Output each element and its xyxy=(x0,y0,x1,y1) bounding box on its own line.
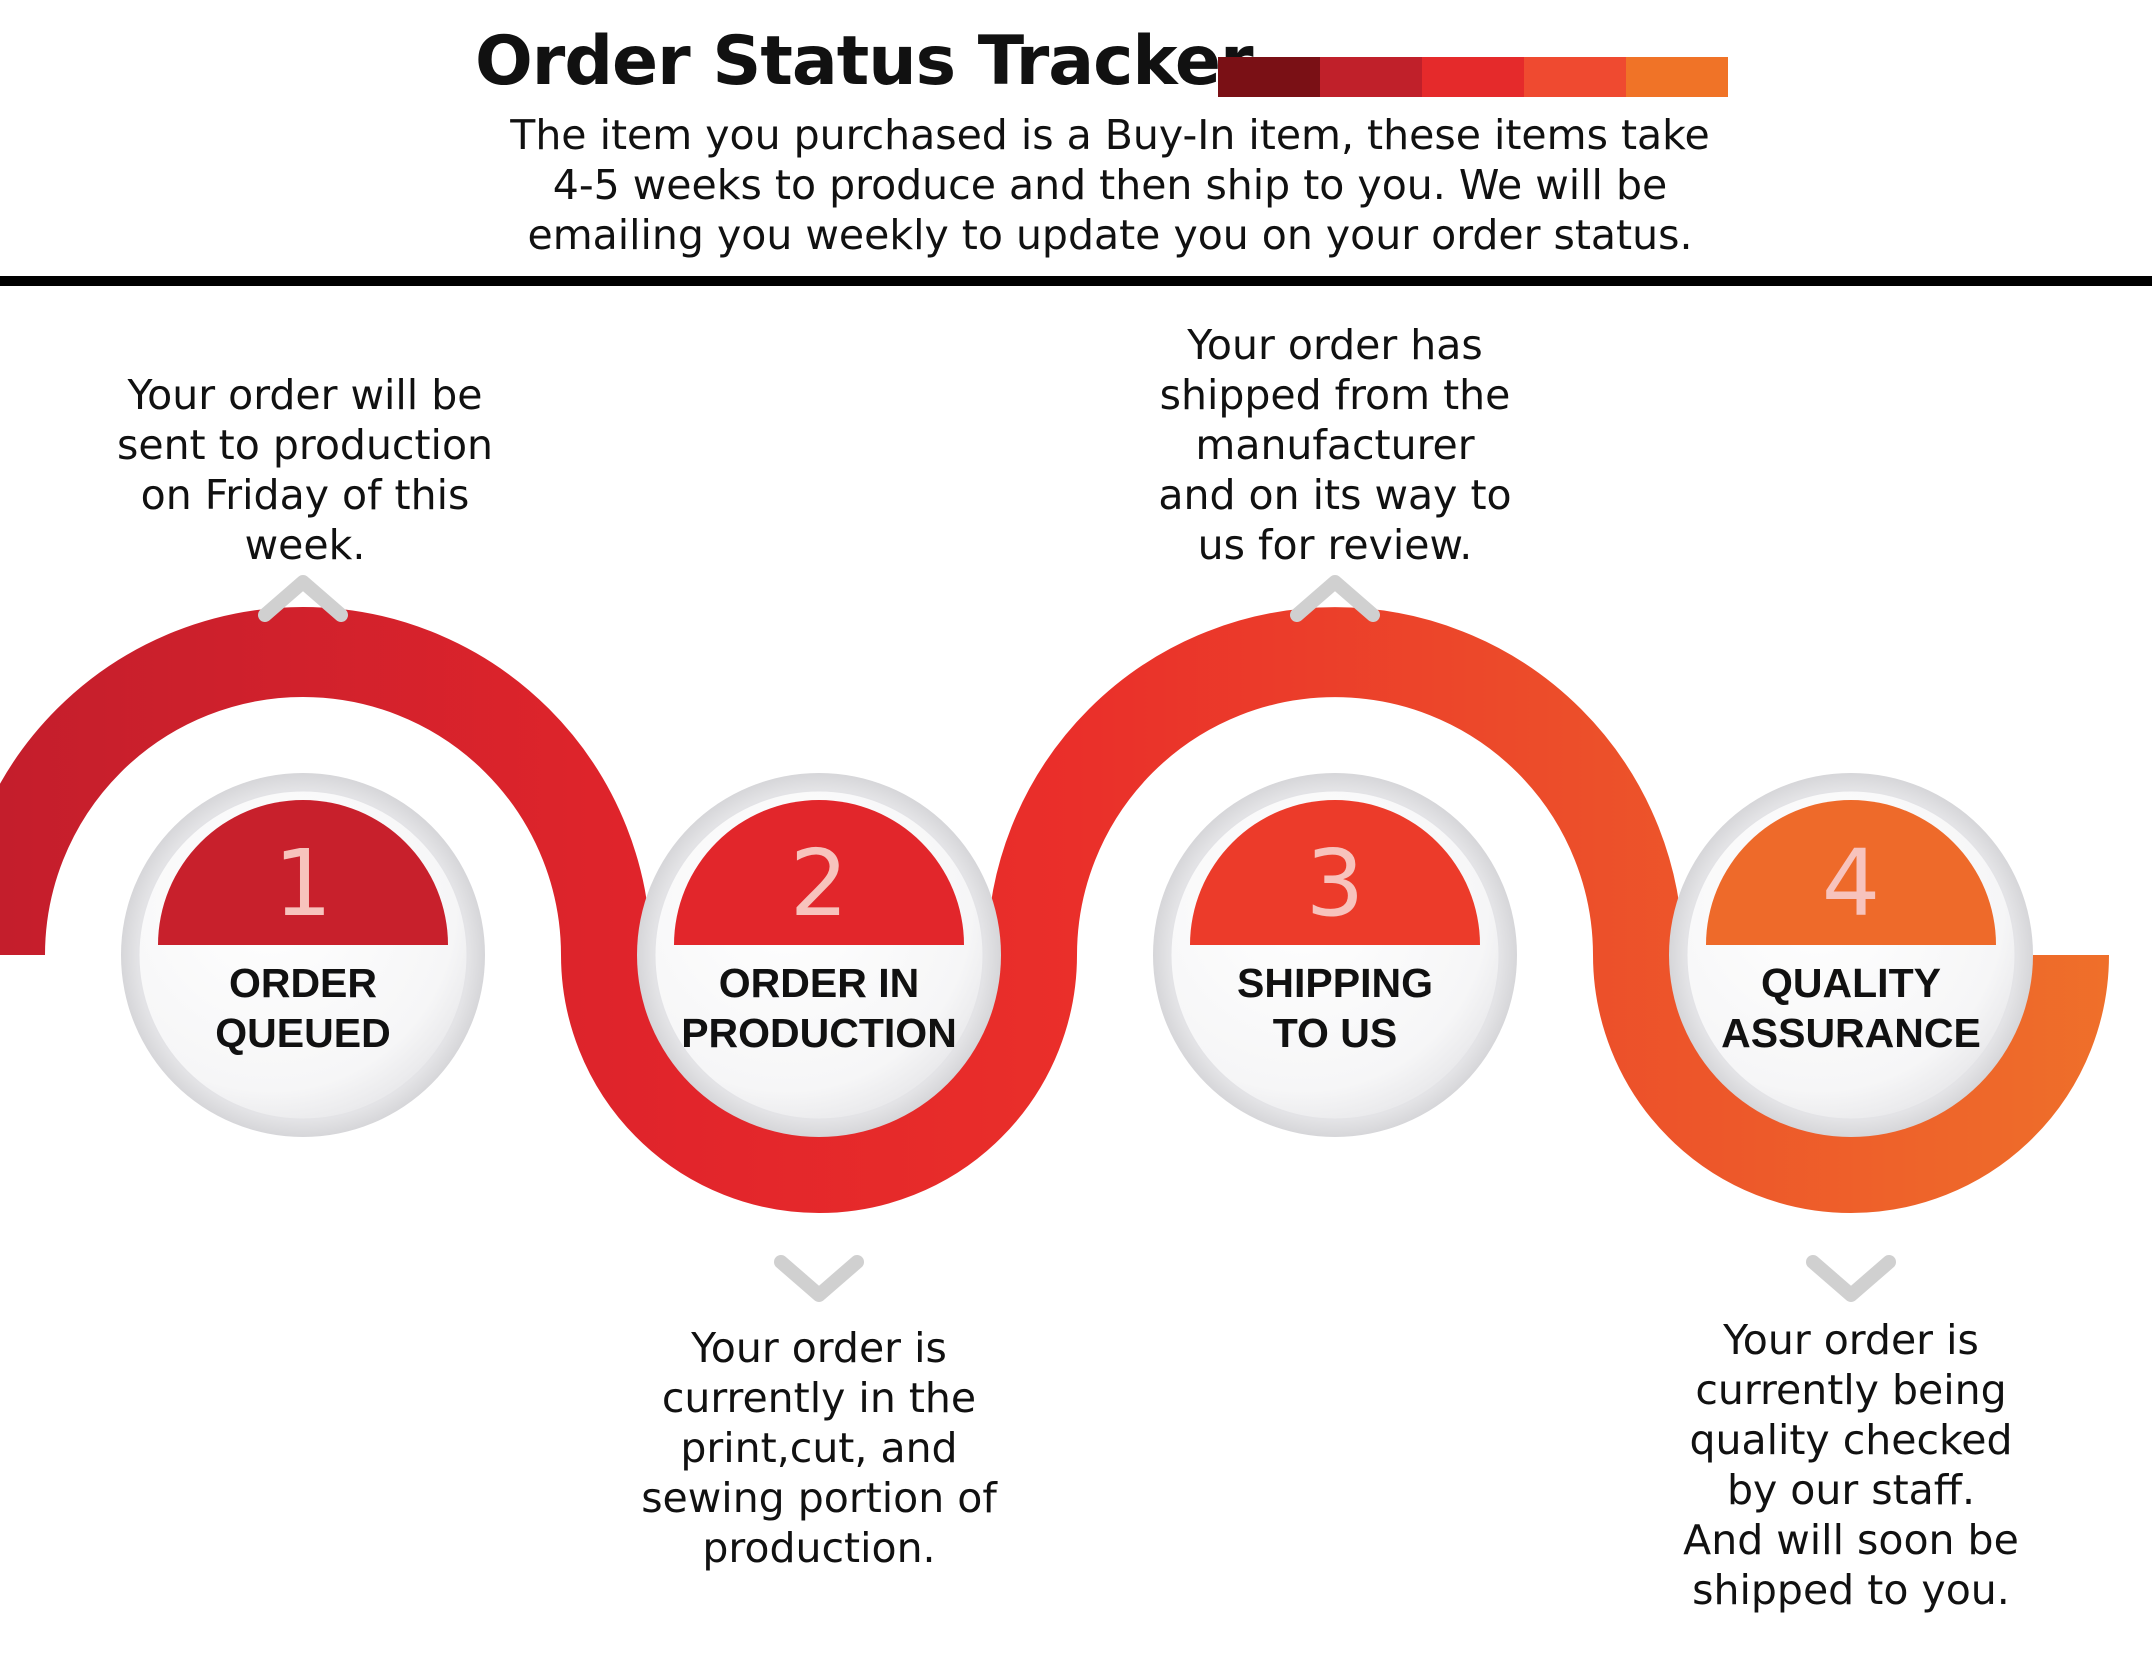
description-line: And will soon be xyxy=(1683,1516,2019,1564)
color-bar-segment xyxy=(1218,57,1320,97)
description-line: on Friday of this xyxy=(140,471,470,519)
description-line: us for review. xyxy=(1197,521,1473,569)
description-line: Your order has xyxy=(1187,321,1483,369)
wave-band xyxy=(0,607,2109,1213)
description-line: Your order will be xyxy=(127,371,483,419)
color-bar-segment xyxy=(1422,57,1524,97)
description-line: print,cut, and xyxy=(680,1424,958,1472)
subtitle-line: The item you purchased is a Buy-In item,… xyxy=(510,111,1710,159)
description-line: sewing portion of xyxy=(641,1474,997,1522)
step-label-line: ORDER xyxy=(229,960,377,1006)
step-cap xyxy=(158,800,448,945)
description-line: and on its way to xyxy=(1158,471,1512,519)
subtitle-line: emailing you weekly to update you on you… xyxy=(527,211,1693,259)
step-label-line: TO US xyxy=(1273,1010,1398,1056)
color-bar-segment xyxy=(1320,57,1422,97)
step-number: 4 xyxy=(1822,830,1881,937)
title-color-bar xyxy=(1218,57,1728,97)
description-line: week. xyxy=(244,521,366,569)
description-line: manufacturer xyxy=(1195,421,1475,469)
step-label-line: QUEUED xyxy=(215,1010,390,1056)
chevron-down-icon xyxy=(774,1255,864,1302)
description-line: currently being xyxy=(1695,1366,2007,1414)
chevron-up-icon xyxy=(258,575,348,622)
step-label-line: ASSURANCE xyxy=(1721,1010,1981,1056)
description-line: shipped to you. xyxy=(1692,1566,2010,1614)
step-label-line: PRODUCTION xyxy=(681,1010,957,1056)
header-divider xyxy=(0,276,2152,286)
step-number: 3 xyxy=(1306,830,1365,937)
step-label-line: QUALITY xyxy=(1761,960,1941,1006)
step-number: 2 xyxy=(790,830,849,937)
description-line: sent to production xyxy=(116,421,494,469)
page-subtitle: The item you purchased is a Buy-In item,… xyxy=(380,110,1840,260)
page-title: Order Status Tracker xyxy=(475,22,1253,101)
description-line: currently in the xyxy=(661,1374,977,1422)
color-bar-segment xyxy=(1524,57,1626,97)
color-bar-segment xyxy=(1626,57,1728,97)
chevron-up-icon xyxy=(1290,575,1380,622)
description-line: quality checked xyxy=(1689,1416,2013,1464)
step-number: 1 xyxy=(274,830,333,937)
description-line: Your order is xyxy=(691,1324,947,1372)
description-line: production. xyxy=(702,1524,936,1572)
step-label-line: ORDER IN xyxy=(719,960,919,1006)
chevron-down-icon xyxy=(1806,1255,1896,1302)
subtitle-line: 4-5 weeks to produce and then ship to yo… xyxy=(552,161,1668,209)
step-cap xyxy=(674,800,964,945)
step-label-line: SHIPPING xyxy=(1237,960,1433,1006)
description-line: by our staff. xyxy=(1726,1466,1976,1514)
description-line: Your order is xyxy=(1723,1316,1979,1364)
description-line: shipped from the xyxy=(1159,371,1511,419)
step-cap xyxy=(1706,800,1996,945)
step-cap xyxy=(1190,800,1480,945)
